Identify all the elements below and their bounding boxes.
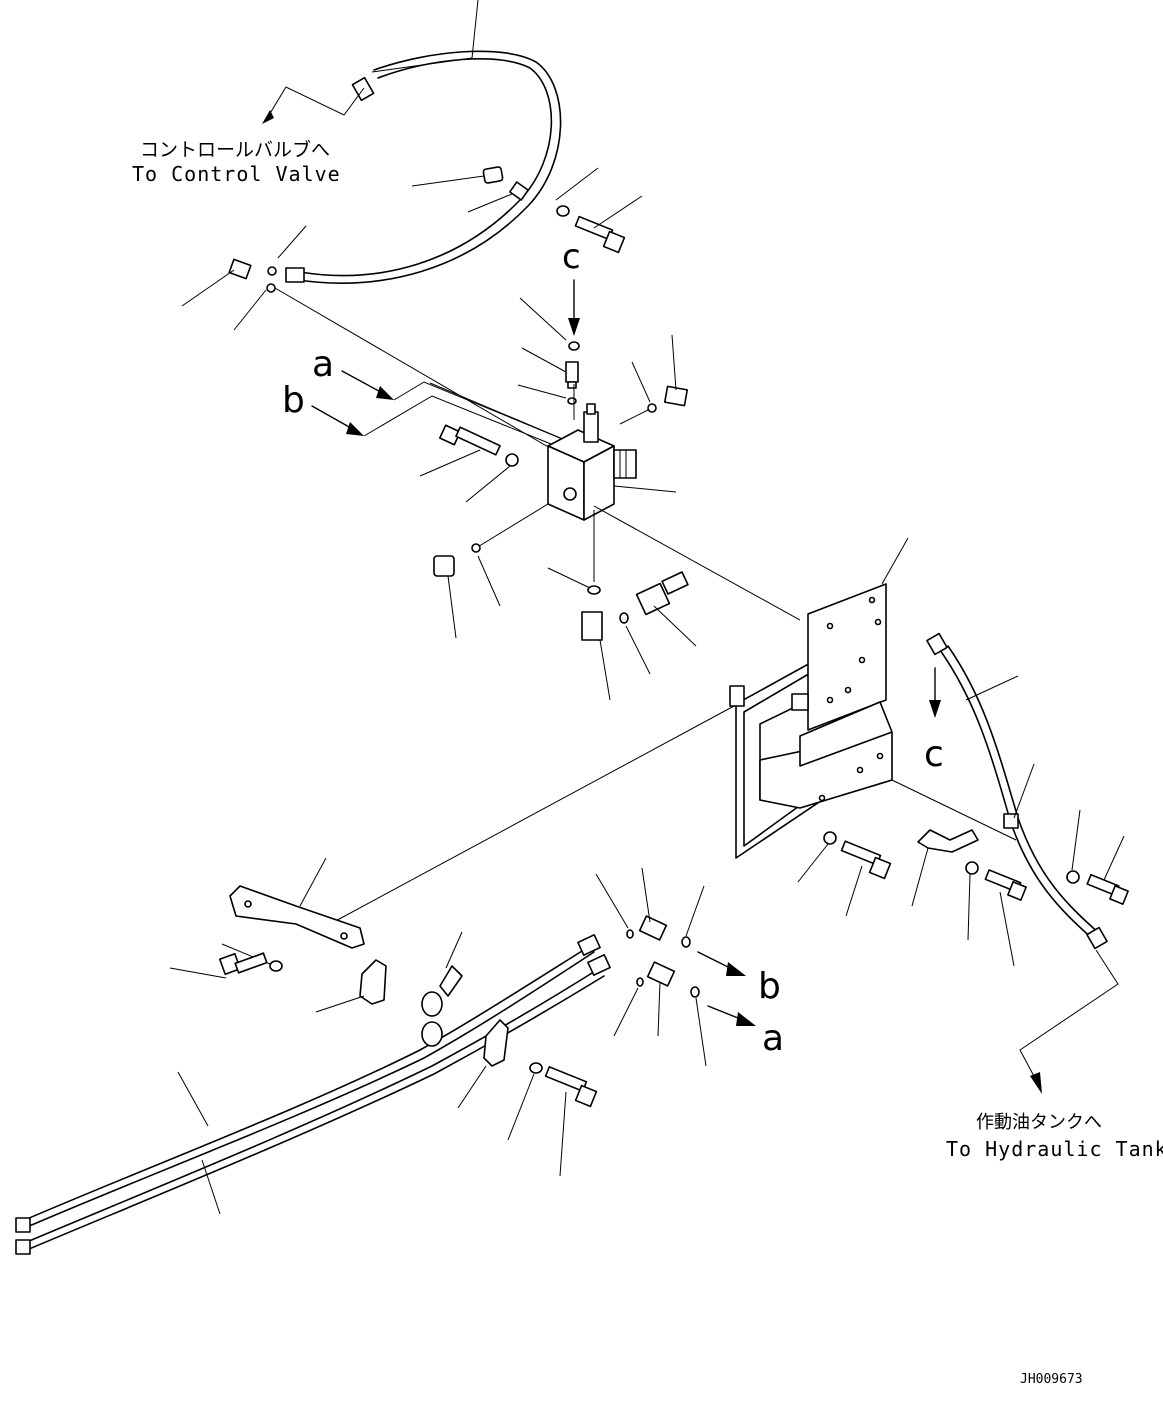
oring-left-1: [267, 266, 277, 276]
control-valve-leader: [265, 86, 365, 121]
hydraulic-tank-label-jp: 作動油タンクへ: [976, 1112, 1102, 1133]
washer-right: [1066, 870, 1080, 884]
marker-c-right: c: [924, 734, 944, 775]
bolt-lower-left: [218, 952, 268, 976]
hose-end-lower-2: [15, 1239, 31, 1255]
clamp-ring-2: [421, 1021, 443, 1047]
hose-clamp-top: [509, 181, 529, 201]
mounting-bracket-plate: [729, 583, 893, 859]
plug-part: [482, 166, 504, 184]
bolt-right: [1086, 873, 1129, 905]
marker-b-top: b: [282, 380, 305, 421]
oring-lower-1: [626, 929, 634, 939]
oring-small-2: [567, 397, 577, 405]
plug-right: [663, 385, 689, 407]
washer-clamp: [965, 861, 979, 875]
hose-clamp-lower-2: [483, 1019, 509, 1067]
oring-lower-b: [681, 936, 691, 948]
bolt-top: [574, 215, 626, 254]
elbow-lower-b: [638, 915, 668, 941]
hose-clamp-right: [917, 829, 979, 853]
oring-valve-top: [568, 341, 580, 351]
bolt-bracket: [840, 840, 892, 880]
valve-bolt: [438, 424, 501, 456]
oring-right: [647, 403, 657, 413]
hose-end-fitting-left: [285, 267, 305, 283]
marker-c-top: c: [562, 237, 581, 277]
solenoid-stem: [583, 411, 599, 443]
washer-lower-mid: [529, 1062, 543, 1074]
lower-hoses: [15, 934, 611, 1255]
oring-below: [471, 543, 481, 553]
marker-b-bottom: b: [758, 966, 781, 1007]
plug-below: [433, 555, 455, 577]
upper-mount-plate: [807, 583, 887, 731]
drawing-number: JH009673: [1020, 1372, 1083, 1387]
elbow-lower-a: [646, 961, 676, 987]
hose-end-lower-1: [15, 1217, 31, 1233]
lower-bracket: [229, 885, 365, 949]
control-valve-label-en: To Control Valve: [132, 162, 341, 186]
control-valve-arrow: [262, 110, 274, 124]
tank-hose: [926, 632, 1108, 950]
oring-lower-2: [636, 977, 644, 987]
bolt-clamp: [984, 869, 1027, 901]
oring-sensor: [619, 612, 629, 624]
washer-lower-left: [269, 960, 283, 972]
washer-top: [556, 205, 570, 217]
washer-valve: [505, 453, 519, 467]
marker-a-bottom: a: [762, 1018, 784, 1059]
marker-a-top: a: [312, 344, 334, 385]
oring-lower-a: [690, 986, 700, 998]
control-valve-label-jp: コントロールバルブへ: [140, 138, 330, 161]
elbow-fitting-below: [581, 611, 603, 641]
solenoid-connector: [613, 449, 637, 479]
elbow-fitting-left: [228, 258, 252, 280]
washer-bracket: [823, 831, 837, 845]
solenoid-valve-block: [547, 403, 637, 521]
nipple-fitting: [565, 361, 579, 389]
pressure-sensor: [635, 571, 689, 616]
oring-below-2: [587, 585, 601, 595]
clamp-ring-1: [421, 991, 443, 1017]
tank-leader: [1019, 949, 1119, 1081]
bolt-lower-mid: [544, 1066, 598, 1108]
hydraulic-tank-label-en: To Hydraulic Tank: [946, 1137, 1163, 1161]
oring-left-2: [266, 283, 276, 293]
hose-clamp-lower-1: [359, 959, 387, 1005]
